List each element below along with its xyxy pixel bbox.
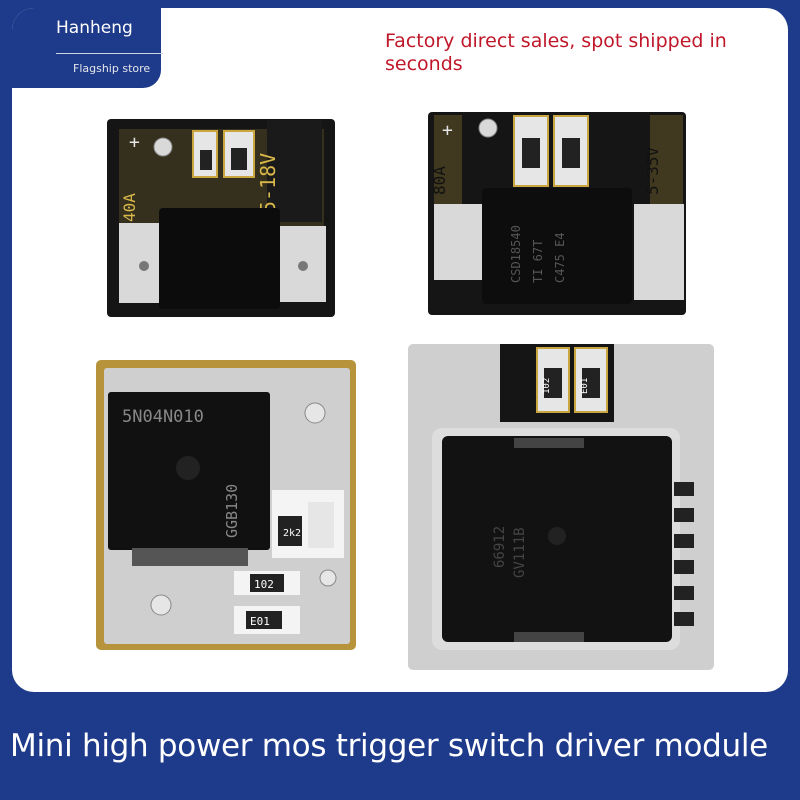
svg-text:+: +	[442, 120, 453, 141]
module2-marking-3: C475 E4	[553, 232, 567, 283]
module4-marking-1: 66912	[492, 526, 508, 568]
module2-marking-2: TI 67T	[531, 240, 545, 283]
module4-chip-2: E01	[580, 378, 590, 394]
promo-text: Factory direct sales, spot shipped in se…	[385, 30, 727, 75]
module3-marking-2: GGB130	[223, 484, 241, 538]
module4-chip-1: 102	[542, 378, 552, 394]
module-80a: 80A 5-35V + CSD18540 TI 67T C475 E4	[428, 112, 686, 315]
svg-text:+: +	[129, 132, 140, 153]
module1-current: 40A	[120, 193, 139, 222]
caption-title: Mini high power mos trigger switch drive…	[10, 728, 768, 764]
module3-chip-2: 102	[254, 578, 274, 591]
module4-marking-2: GV111B	[512, 527, 528, 578]
module2-current: 80A	[430, 166, 449, 195]
brand-badge: Hanheng Flagship store	[12, 8, 163, 88]
module2-voltage: 5-35V	[643, 146, 662, 195]
modules-illustration: 5-18V 40A + 80A 5-35V +	[96, 112, 714, 670]
module3-chip-3: E01	[250, 615, 270, 628]
brand-subtitle: Flagship store	[73, 62, 151, 75]
module2-marking-1: CSD18540	[509, 225, 523, 283]
module-66912: 102 E01 66912 GV111B	[408, 344, 714, 670]
module-5n04n010: 5N04N010 GGB130 2k2 102 E01	[96, 360, 356, 650]
module1-voltage: 5-18V	[256, 153, 280, 213]
product-photo: Hanheng Flagship store Factory direct sa…	[12, 8, 788, 692]
module3-marking-1: 5N04N010	[122, 407, 204, 427]
brand-name: Hanheng	[56, 18, 133, 38]
module3-chip-1: 2k2	[283, 528, 301, 539]
brand-divider	[56, 53, 163, 54]
module-40a: 5-18V 40A +	[107, 119, 335, 317]
